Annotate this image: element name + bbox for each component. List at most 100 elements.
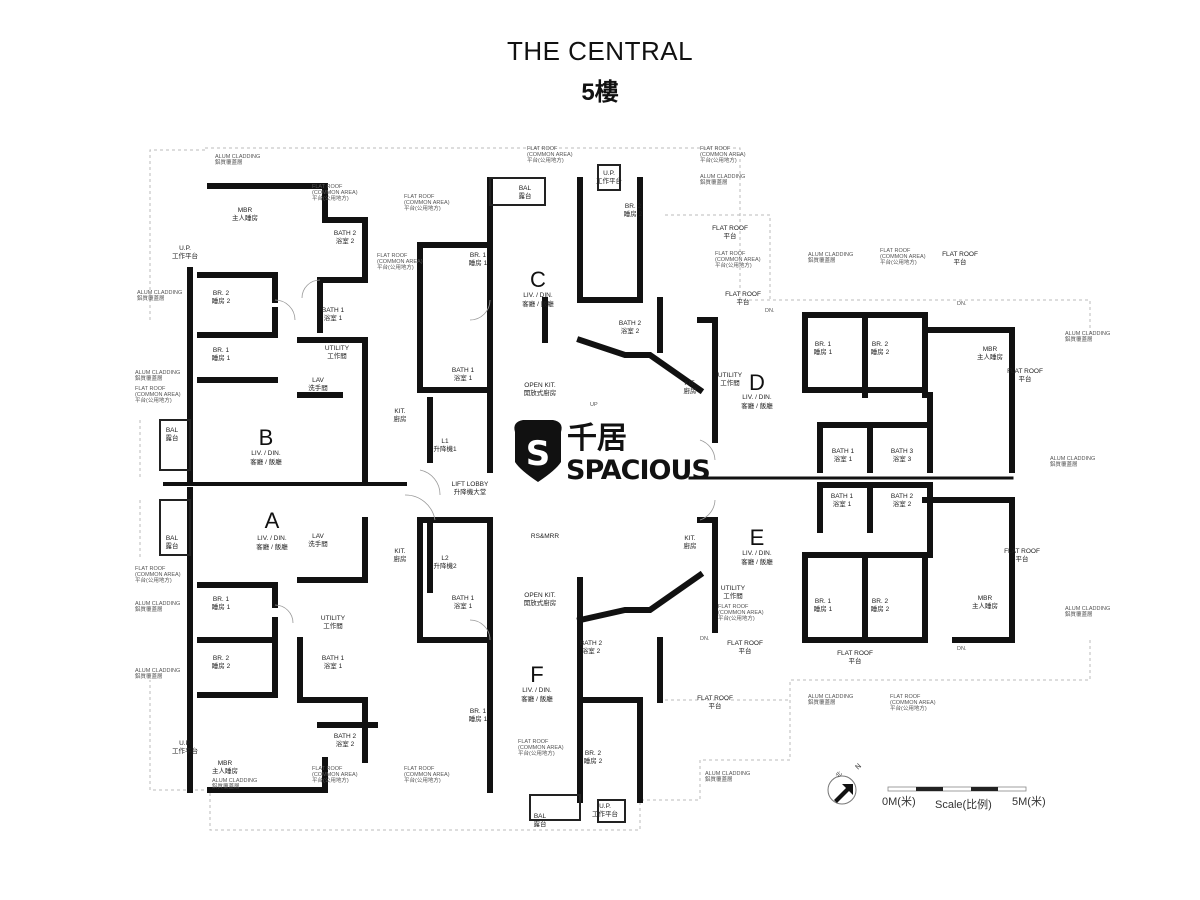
room-label-zh: 浴室 1 <box>324 313 343 322</box>
room-label-zh: 浴室 1 <box>324 661 343 670</box>
room-label-zh: 浴室 1 <box>834 454 853 463</box>
room-label: FLAT ROOF <box>1007 368 1043 375</box>
annotation-flat: FLAT ROOF <box>135 386 166 392</box>
spacious-logo: S 千居 SPACIOUS <box>514 420 711 486</box>
room-label-zh: 升降機大堂 <box>454 487 487 496</box>
room-label-zh: 浴室 2 <box>621 326 640 335</box>
logo-mark: S <box>526 434 551 474</box>
liv-din-a-zh: 客廳 / 飯廳 <box>256 542 288 551</box>
annotation-alum: 鋁質覆蓋層 <box>135 605 163 613</box>
room-label-zh: 睡房 1 <box>469 714 488 723</box>
room-label: BR. 2 <box>872 598 889 605</box>
room-label: FLAT ROOF <box>725 291 761 298</box>
room-label-zh: 工作平台 <box>596 176 622 185</box>
annotation-alum: 鋁質覆蓋層 <box>705 775 733 783</box>
annotation-alum: 鋁質覆蓋層 <box>212 782 240 790</box>
room-label-zh: 浴室 1 <box>454 601 473 610</box>
annotation-flat: FLAT ROOF <box>135 566 166 572</box>
room-label-zh: 工作平台 <box>592 809 618 818</box>
annotation-flat: 平台(公用地方) <box>312 776 349 784</box>
room-label: FLAT ROOF <box>727 640 763 647</box>
room-label: BATH 1 <box>452 367 475 374</box>
annotation-alum: 鋁質覆蓋層 <box>137 294 165 302</box>
room-label: BATH 1 <box>831 493 854 500</box>
room-label: BR. 1 <box>213 347 230 354</box>
annotation-flat: FLAT ROOF <box>700 146 731 152</box>
annotation-alum: 鋁質覆蓋層 <box>1050 460 1078 468</box>
annotation-flat: (COMMON AREA) <box>312 772 358 778</box>
room-label: MBR <box>238 207 253 214</box>
room-label: BR. 2 <box>213 655 230 662</box>
room-label: BR. 2 <box>213 290 230 297</box>
room-label: BATH 2 <box>334 230 357 237</box>
annotation-flat: 平台(公用地方) <box>890 704 927 712</box>
room-label: KIT. <box>394 408 405 415</box>
room-label: BR. 2 <box>585 750 602 757</box>
room-label-zh: 睡房 2 <box>871 604 890 613</box>
room-label: BAL <box>166 427 179 434</box>
north-arrow: N 北 <box>827 762 863 805</box>
room-label-zh: 睡房 1 <box>469 258 488 267</box>
room-label: UTILITY <box>325 345 350 352</box>
annotation-flat: (COMMON AREA) <box>377 259 423 265</box>
annotation-alum: ALUM CLADDING <box>808 694 853 700</box>
room-label: UTILITY <box>321 615 346 622</box>
annotation-flat: 平台(公用地方) <box>527 156 564 164</box>
room-label-zh: 工作間 <box>720 378 740 387</box>
door-swings <box>274 279 716 641</box>
room-label-zh: 平台 <box>1016 554 1029 563</box>
room-label: BATH 2 <box>580 640 603 647</box>
room-label-zh: 睡房 1 <box>212 602 231 611</box>
annotation-flat: (COMMON AREA) <box>718 610 764 616</box>
room-label: BATH 1 <box>322 307 345 314</box>
site-boundary <box>139 147 1091 831</box>
room-label: OPEN KIT. <box>524 382 556 389</box>
room-label: U.P. <box>599 803 611 810</box>
room-label: BR. 2 <box>872 341 889 348</box>
floor-label: 5樓 <box>581 79 619 106</box>
room-label: RS&MRR <box>531 533 559 540</box>
room-label: MBR <box>218 760 233 767</box>
room-label-zh: 工作間 <box>723 591 743 600</box>
room-label: OPEN KIT. <box>524 592 556 599</box>
annotation-flat: FLAT ROOF <box>404 766 435 772</box>
annotation-dn: DN. <box>957 301 967 307</box>
annotation-alum: 鋁質覆蓋層 <box>1065 610 1093 618</box>
annotation-alum: ALUM CLADDING <box>135 370 180 376</box>
liv-din-c: LIV. / DIN. <box>523 292 553 299</box>
annotation-alum: 鋁質覆蓋層 <box>135 672 163 680</box>
room-label: MBR <box>983 346 998 353</box>
annotation-alum: 鋁質覆蓋層 <box>808 698 836 706</box>
room-label-zh: 睡房 2 <box>624 209 643 218</box>
scale-label: Scale(比例) <box>935 797 992 811</box>
logo-chinese: 千居 <box>567 421 627 456</box>
annotation-flat: 平台(公用地方) <box>700 156 737 164</box>
room-label: BATH 2 <box>334 733 357 740</box>
room-label-zh: 睡房 1 <box>814 347 833 356</box>
room-label: BR. 1 <box>815 598 832 605</box>
liv-din-e: LIV. / DIN. <box>742 550 772 557</box>
room-label: FLAT ROOF <box>942 251 978 258</box>
logo-english: SPACIOUS <box>566 455 710 486</box>
annotation-flat: 平台(公用地方) <box>312 194 349 202</box>
liv-din-b-zh: 客廳 / 飯廳 <box>250 457 282 466</box>
annotation-dn: DN. <box>700 636 710 642</box>
room-label-zh: 平台 <box>709 701 722 710</box>
room-label-zh: 睡房 2 <box>584 756 603 765</box>
annotation-alum: ALUM CLADDING <box>1065 606 1110 612</box>
annotation-alum: ALUM CLADDING <box>137 290 182 296</box>
room-label: U.P. <box>179 740 191 747</box>
room-label: KIT. <box>684 380 695 387</box>
room-label-zh: 升降機2 <box>433 561 457 570</box>
annotation-alum: 鋁質覆蓋層 <box>215 158 243 166</box>
unit-label-b: B <box>259 425 274 450</box>
room-label-zh: 主人睡房 <box>977 352 1003 361</box>
room-label-zh: 洗手間 <box>308 539 328 548</box>
room-label: BAL <box>534 813 547 820</box>
room-label-zh: 工作平台 <box>172 746 198 755</box>
annotation-flat: 平台(公用地方) <box>135 396 172 404</box>
annotation-alum: ALUM CLADDING <box>1065 331 1110 337</box>
